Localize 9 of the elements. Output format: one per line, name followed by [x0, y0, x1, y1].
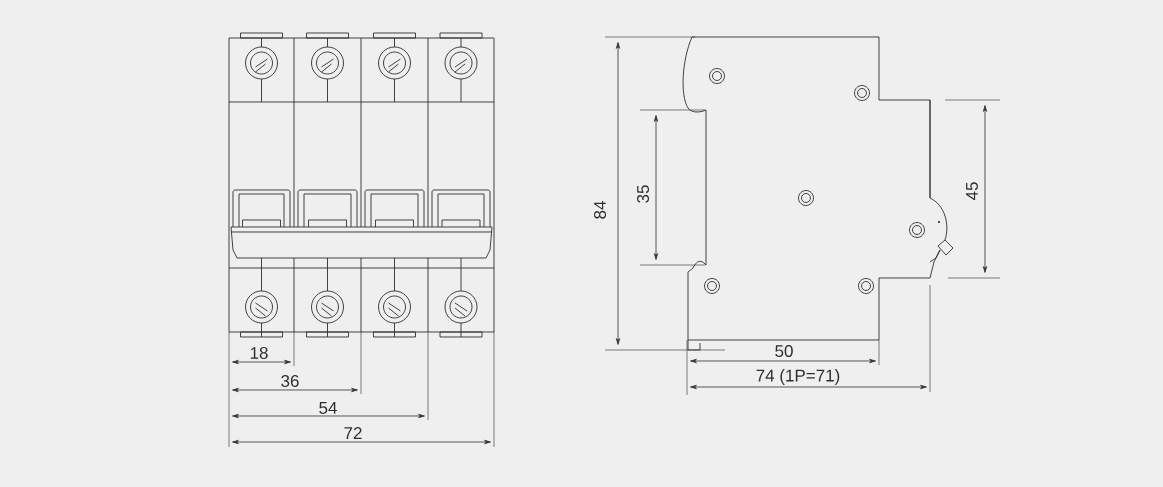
dimension-label: 50 [775, 344, 793, 357]
dimension-label: 84 [594, 201, 607, 219]
dimension-label: 54 [319, 402, 337, 414]
dimension-label: 74 (1P=71) [756, 369, 840, 385]
dimension-label: 18 [250, 346, 268, 359]
dimension-label: 45 [966, 182, 978, 201]
dimension-label: 35 [637, 185, 650, 203]
dimension-label: 36 [281, 374, 299, 387]
dimension-label: 72 [344, 427, 362, 439]
